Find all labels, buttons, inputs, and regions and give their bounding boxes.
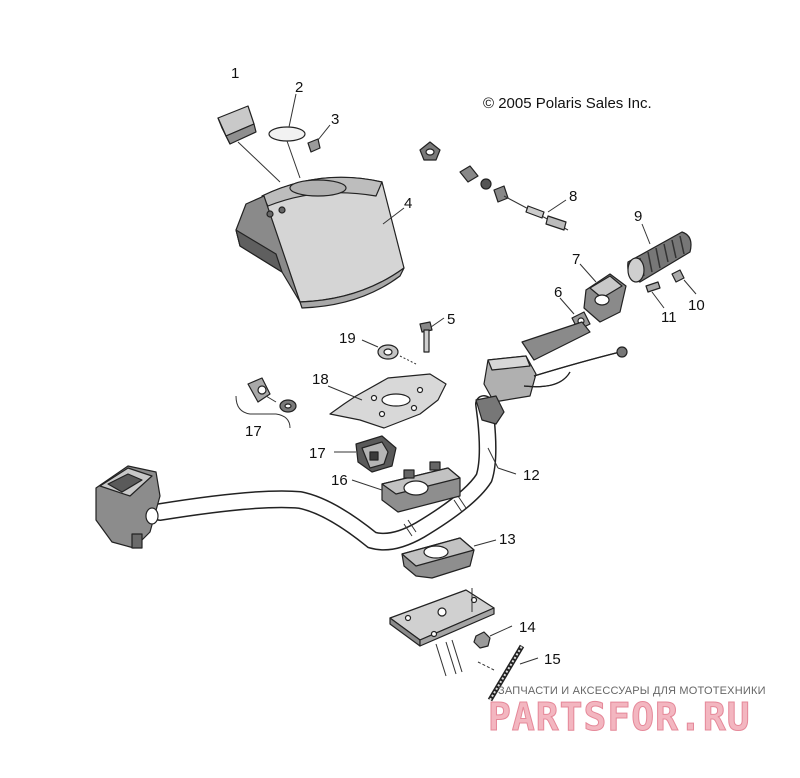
callout-labels: 1 2 3 4 5 6 7 8 9 10 11 12 13 14 15 16 1… — [231, 65, 705, 668]
callout-11: 11 — [661, 309, 677, 326]
part-15-cable-tie — [477, 644, 539, 702]
callout-15: 15 — [544, 651, 561, 668]
part-7-throttle-housing — [579, 263, 627, 323]
part-13-lower-clamp — [401, 537, 497, 579]
callout-13: 13 — [499, 531, 516, 548]
callout-7: 7 — [572, 251, 580, 268]
callout-17-switch: 17 — [309, 445, 326, 462]
part-2-gasket — [268, 93, 306, 179]
copyright-text: © 2005 Polaris Sales Inc. — [483, 95, 652, 112]
callout-18: 18 — [312, 371, 329, 388]
callout-8: 8 — [569, 188, 577, 205]
callout-4: 4 — [404, 195, 412, 212]
part-10-end-cap — [671, 269, 697, 295]
callout-9: 9 — [634, 208, 642, 225]
part-11-set-screw — [645, 281, 665, 309]
part-18-bracket-plate — [327, 373, 447, 429]
part-12-handlebar — [151, 395, 517, 551]
part-5-bolt — [419, 317, 445, 353]
part-16-upper-clamp — [351, 461, 461, 513]
part-17-switch-assembly — [235, 377, 297, 429]
callout-5: 5 — [447, 311, 455, 328]
brake-master-cylinder — [475, 321, 628, 425]
watermark-logo: PARTSFOR.RU — [488, 695, 751, 739]
callout-10: 10 — [688, 297, 705, 314]
part-3-screw — [307, 124, 331, 153]
mounting-plate — [389, 588, 495, 677]
part-4-headlight-pod — [235, 176, 405, 309]
callout-6: 6 — [554, 284, 562, 301]
callout-19: 19 — [339, 330, 356, 347]
part-8-throttle-cable — [419, 141, 569, 231]
part-17-switch — [334, 435, 397, 473]
callout-14: 14 — [519, 619, 536, 636]
callout-2: 2 — [295, 79, 303, 96]
callout-16: 16 — [331, 472, 348, 489]
part-1-switch — [217, 105, 281, 183]
callout-1: 1 — [231, 65, 239, 82]
part-9-grip — [627, 223, 692, 283]
callout-17-assembly: 17 — [245, 423, 262, 440]
watermark: ЗАПЧАСТИ И АКСЕССУАРЫ ДЛЯ МОТОТЕХНИКИ PA… — [488, 685, 766, 740]
part-19-washer — [361, 339, 417, 365]
watermark-tagline: ЗАПЧАСТИ И АКСЕССУАРЫ ДЛЯ МОТОТЕХНИКИ — [498, 685, 766, 697]
callout-3: 3 — [331, 111, 339, 128]
part-14-nut — [473, 625, 513, 649]
callout-12: 12 — [523, 467, 540, 484]
left-control-housing — [95, 465, 161, 549]
